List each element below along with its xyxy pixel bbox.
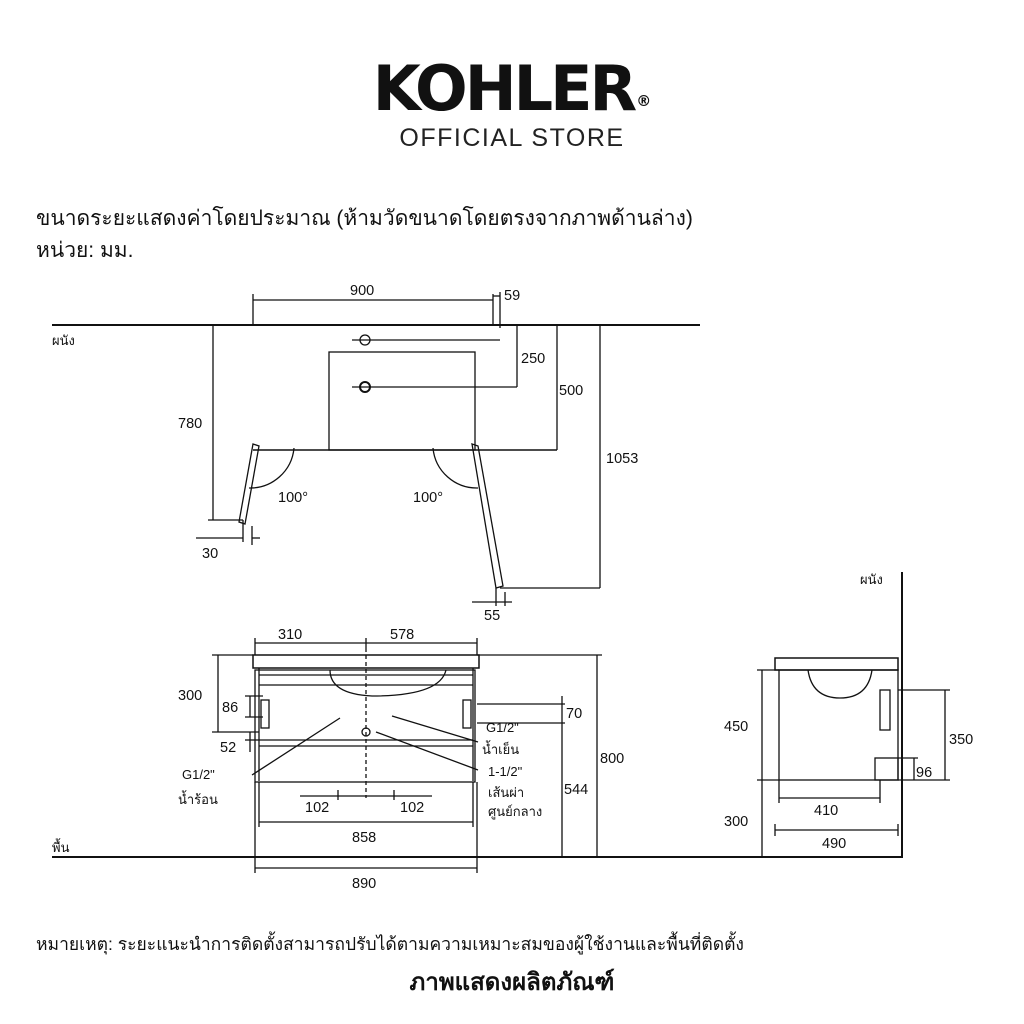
dim-59: 59 — [504, 288, 520, 304]
dim-52: 52 — [220, 740, 236, 756]
dim-250: 250 — [521, 351, 545, 367]
brand-logo: KOHLER® — [0, 52, 1024, 125]
dim-310: 310 — [278, 627, 302, 643]
drain-label-2: ศูนย์กลาง — [488, 804, 542, 820]
drain-label-1: เส้นผ่า — [488, 785, 524, 800]
front-basin-bowl — [329, 669, 447, 697]
hot-water-label: น้ำร้อน — [178, 790, 218, 807]
dim-578: 578 — [390, 627, 414, 643]
right-swing-angle: 100° — [413, 490, 443, 506]
registered-mark: ® — [636, 92, 652, 110]
dim-780: 780 — [178, 416, 202, 432]
brand-name: KOHLER — [372, 52, 637, 125]
side-cabinet-body — [778, 669, 899, 781]
dim-86: 86 — [222, 700, 238, 716]
dim-800: 800 — [600, 751, 624, 767]
dim-102-right: 102 — [400, 800, 424, 816]
dim-70: 70 — [566, 706, 582, 722]
drain-size: 1-1/2" — [488, 764, 523, 779]
dim-30: 30 — [202, 546, 218, 562]
intro-unit: หน่วย: มม. — [36, 239, 134, 262]
front-cabinet-body — [254, 669, 476, 783]
dim-450: 450 — [724, 719, 748, 735]
dim-1053: 1053 — [606, 451, 638, 467]
dim-410: 410 — [814, 803, 838, 819]
installation-note: หมายเหตุ: ระยะแนะนำการติดตั้งสามารถปรับไ… — [36, 934, 744, 954]
dim-96: 96 — [916, 765, 932, 781]
product-caption: ภาพแสดงผลิตภัณฑ์ — [409, 969, 615, 996]
cold-water-label: น้ำเย็น — [482, 740, 519, 757]
dim-858: 858 — [352, 830, 376, 846]
dim-55: 55 — [484, 608, 500, 624]
dim-350: 350 — [949, 732, 973, 748]
dim-300-front: 300 — [178, 688, 202, 704]
dim-102-left: 102 — [305, 800, 329, 816]
dim-544: 544 — [564, 782, 588, 798]
top-wall-label: ผนัง — [52, 333, 75, 348]
side-wall-label: ผนัง — [860, 572, 883, 587]
left-door-opened — [238, 443, 260, 525]
side-countertop — [774, 657, 899, 671]
floor-label: พื้น — [52, 838, 70, 855]
intro-disclaimer: ขนาดระยะแสดงค่าโดยประมาณ (ห้ามวัดขนาดโดย… — [36, 207, 693, 230]
top-basin-outline — [328, 351, 476, 451]
left-swing-angle: 100° — [278, 490, 308, 506]
side-basin-bowl — [807, 669, 873, 699]
left-door-swing-arc — [248, 447, 295, 489]
store-subtitle: OFFICIAL STORE — [399, 124, 625, 152]
hot-water-size: G1/2" — [182, 767, 215, 782]
dim-890: 890 — [352, 876, 376, 892]
dim-490: 490 — [822, 836, 846, 852]
dim-900: 900 — [350, 283, 374, 299]
dim-300-side: 300 — [724, 814, 748, 830]
dim-500: 500 — [559, 383, 583, 399]
right-door-swing-arc — [432, 447, 479, 489]
right-door-opened — [471, 443, 504, 589]
cold-water-size: G1/2" — [486, 720, 519, 735]
